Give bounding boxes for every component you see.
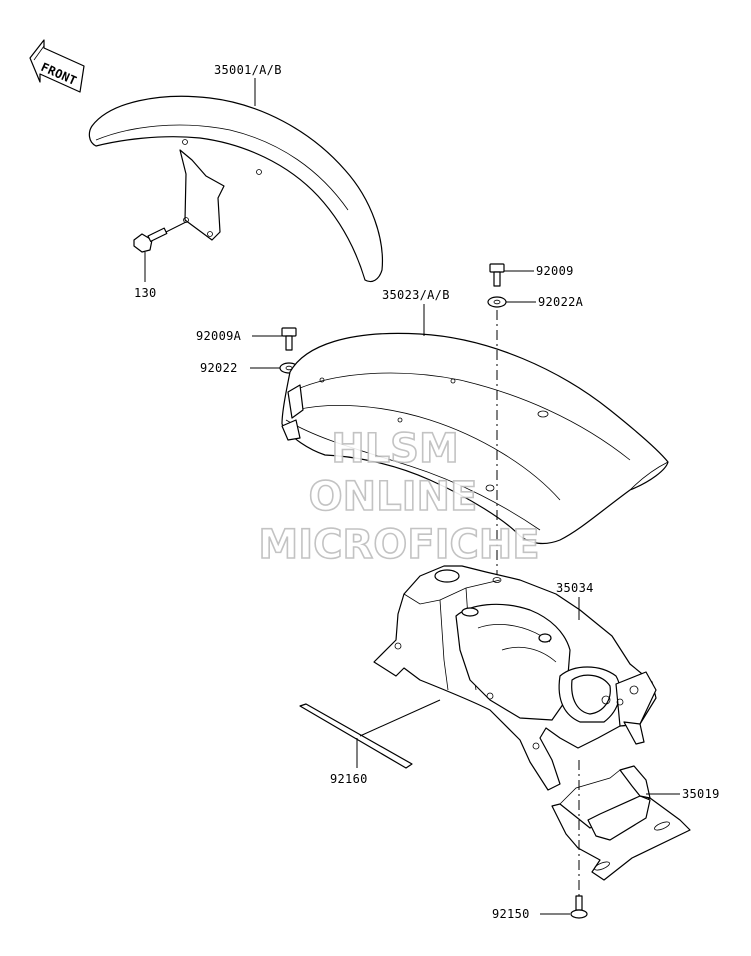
fender-bracket (373, 565, 657, 791)
rear-fender (281, 304, 669, 545)
label-rear-bolt-left: 92009A (196, 329, 242, 343)
label-rear-fender: 35023/A/B (382, 288, 450, 302)
front-direction-arrow: FRONT (29, 39, 85, 93)
front-fender (88, 78, 384, 283)
label-rear-bolt-right: 92009 (536, 264, 574, 278)
label-lower-screw: 92150 (492, 907, 530, 921)
label-rear-washer-right: 92022A (538, 295, 584, 309)
label-strip: 92160 (330, 772, 368, 786)
lower-cover (551, 765, 691, 881)
watermark-line1: HLSM (331, 426, 459, 472)
label-fender-bracket: 35034 (556, 581, 594, 595)
bolt-130 (133, 221, 187, 282)
label-lower-cover: 35019 (682, 787, 720, 801)
washer-92022a (487, 296, 536, 308)
label-rear-washer-left: 92022 (200, 361, 238, 375)
watermark: HLSM ONLINE MICROFICHE (258, 425, 541, 569)
bolt-92009 (489, 263, 534, 287)
label-front-bolt: 130 (134, 286, 157, 300)
screw-92150 (540, 895, 588, 919)
watermark-line2: ONLINE (309, 474, 478, 520)
label-front-fender: 35001/A/B (214, 63, 282, 77)
bolt-92009a (252, 327, 297, 351)
strip-92160 (299, 699, 441, 769)
watermark-line3: MICROFICHE (258, 522, 539, 568)
